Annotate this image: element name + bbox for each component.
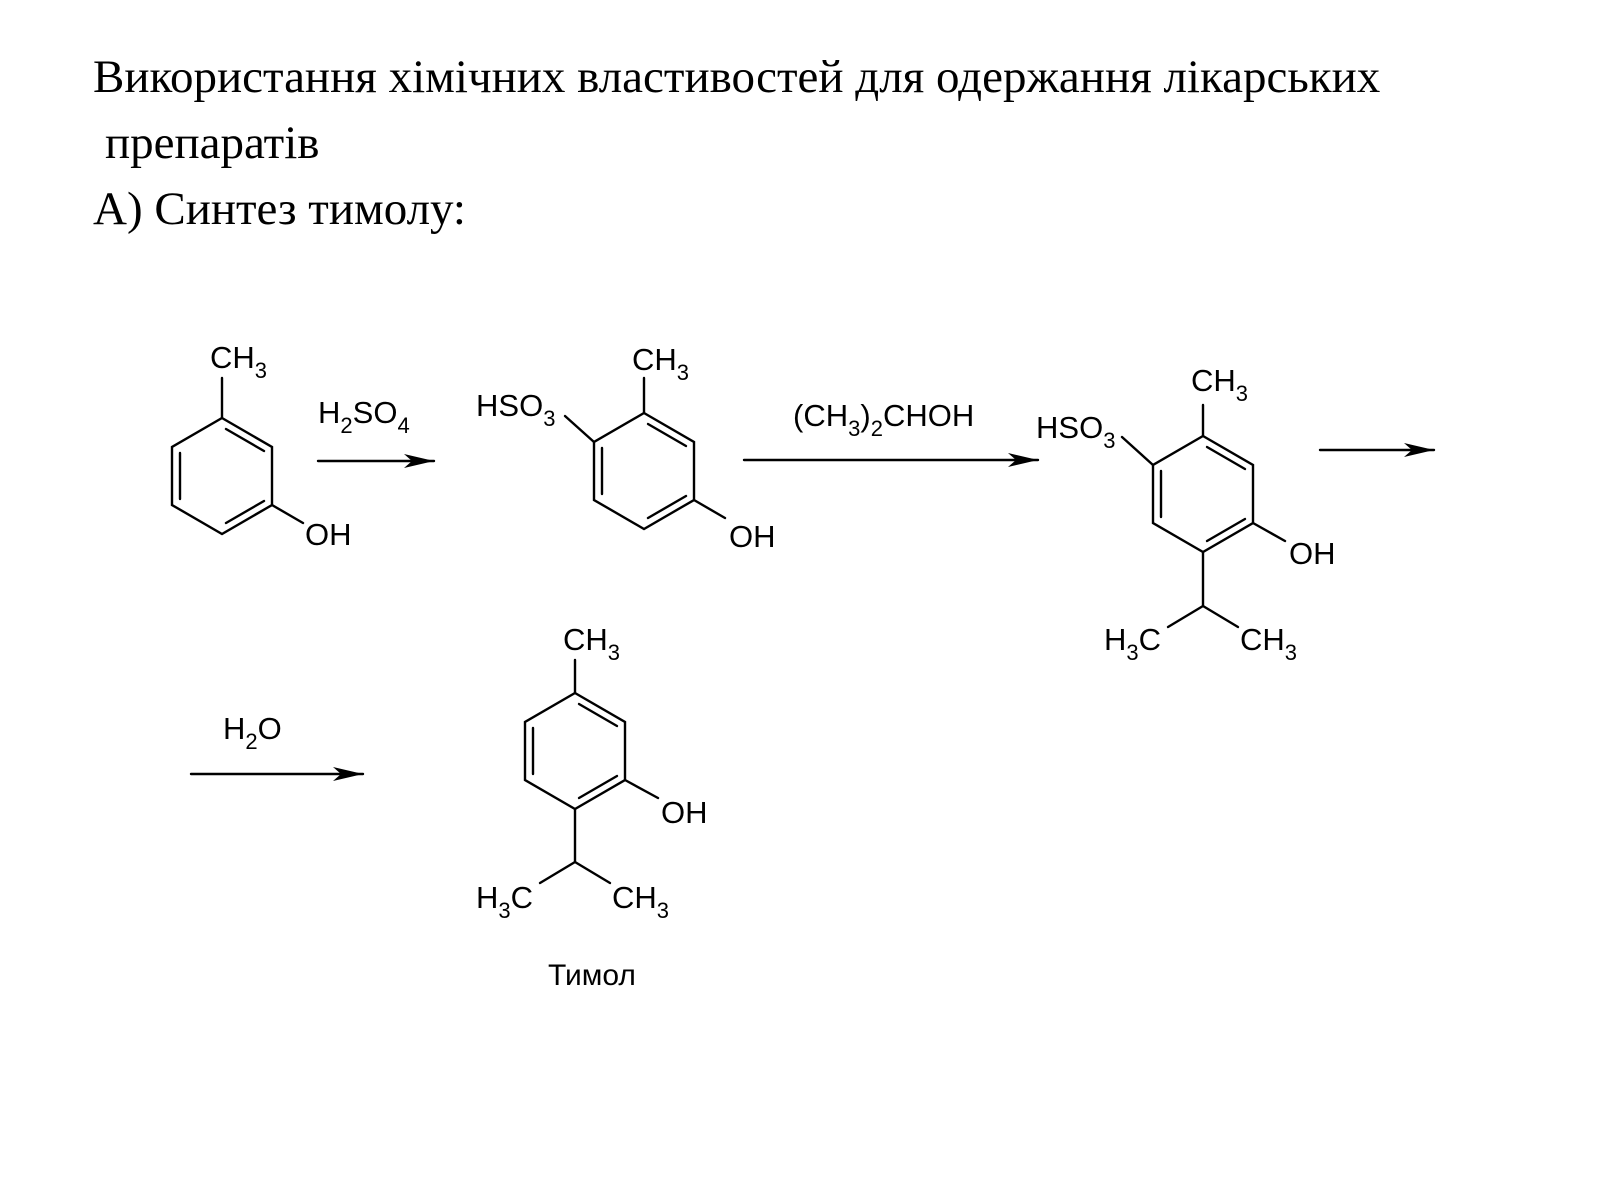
molecule-isopropyl-sulfonic-acid: CH3 HSO3 OH H3C CH3 [1036, 363, 1336, 665]
hydroxyl-bond [692, 498, 727, 520]
title-line-2: препаратів [105, 117, 320, 169]
molecule-m-cresol: CH3 OH [170, 340, 352, 552]
subtitle-thymol-synthesis: А) Синтез тимолу: [93, 183, 466, 235]
benzene-ring [1151, 434, 1255, 554]
reagent-isopropanol: (CH3)2CHOH [793, 398, 974, 441]
methyl-label: CH3 [210, 340, 267, 383]
methyl-label-right: CH3 [1240, 622, 1297, 665]
hydroxyl-bond [270, 503, 305, 525]
reaction-step-2: (CH3)2CHOH [742, 398, 1040, 467]
hydroxyl-label: OH [661, 795, 708, 830]
molecule-thymol: CH3 OH H3C CH3 Тимол [476, 622, 708, 992]
benzene-ring [592, 411, 696, 531]
molecule-sulfonic-acid: CH3 HSO3 OH [476, 342, 776, 554]
methyl-label-right: CH3 [612, 880, 669, 923]
sulfo-bond [1120, 435, 1155, 467]
methyl-label: CH3 [632, 342, 689, 385]
benzene-ring [523, 691, 627, 811]
isopropyl-bond-right [1201, 604, 1240, 629]
thymol-name-label: Тимол [548, 959, 636, 992]
reaction-step-1: H2SO4 [316, 395, 436, 468]
isopropyl-bond-left [538, 860, 577, 885]
reagent-water: H2O [223, 711, 282, 754]
methyl-label: CH3 [1191, 363, 1248, 406]
methyl-label-left: H3C [1104, 622, 1161, 665]
isopropyl-bond-left [1166, 604, 1205, 629]
hydroxyl-bond [1251, 521, 1287, 543]
sulfo-bond [563, 414, 596, 444]
sulfo-label: HSO3 [476, 388, 555, 431]
reaction-step-3: H2O [189, 711, 365, 781]
methyl-label: CH3 [563, 622, 620, 665]
isopropyl-bond-right [573, 860, 612, 885]
title-line-1: Використання хімічних властивостей для о… [93, 51, 1381, 103]
reagent-sulfuric-acid: H2SO4 [318, 395, 410, 438]
hydroxyl-label: OH [729, 519, 776, 554]
hydroxyl-label: OH [1289, 536, 1336, 571]
sulfo-label: HSO3 [1036, 410, 1115, 453]
hydroxyl-bond [623, 778, 660, 800]
methyl-label-left: H3C [476, 880, 533, 923]
benzene-ring [170, 416, 274, 536]
slide-title: Використання хімічних властивостей для о… [93, 44, 1573, 242]
hydroxyl-label: OH [305, 517, 352, 552]
